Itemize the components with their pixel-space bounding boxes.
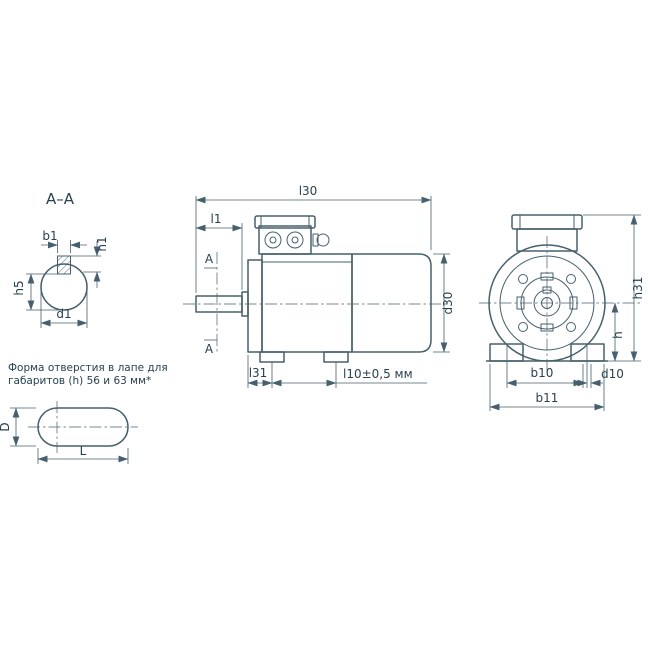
dim-label-d1: d1 (56, 307, 71, 321)
dim-label-l1: l1 (211, 212, 222, 226)
dim-label-h5: h5 (12, 280, 26, 295)
note-text-line2: габаритов (h) 56 и 63 мм* (8, 375, 151, 387)
dim-h: h (611, 302, 625, 362)
section-view-a-a: A–A b1 h1 h5 (12, 190, 109, 328)
dim-h31: h31 (583, 214, 645, 362)
dim-label-D: D (0, 422, 12, 431)
dim-l1: l1 (195, 212, 243, 290)
hub-tab-north (540, 272, 554, 281)
eyebolt-stem (312, 233, 319, 247)
front-keyway (542, 286, 552, 294)
hub-circle (520, 276, 574, 330)
cable-gland-left-hole (269, 236, 277, 244)
dim-d30: d30 (433, 253, 455, 353)
foot-hole-note: Форма отверстия в лапе для габаритов (h)… (0, 362, 168, 464)
section-letter-bottom: A (205, 342, 214, 356)
center-hole (541, 297, 553, 309)
dim-label-L: L (80, 444, 87, 458)
dim-label-b1: b1 (42, 229, 57, 243)
dim-b1: b1 (41, 229, 87, 253)
dim-label-d30: d30 (441, 292, 455, 315)
section-cut-line: A A (204, 252, 218, 356)
hub-tab-south (540, 323, 554, 332)
shaft-circle (533, 289, 561, 317)
bolt-hole-bottom-right (566, 322, 576, 332)
note-text-line1: Форма отверстия в лапе для (8, 362, 168, 374)
cable-gland-left (264, 231, 282, 249)
dim-b10: b10 (506, 346, 588, 388)
dim-label-b10: b10 (531, 366, 554, 380)
terminal-box-lid (254, 215, 316, 229)
dim-label-l30: l30 (299, 184, 318, 198)
side-view: A A l30 l1 d30 l31 (183, 184, 455, 388)
dim-label-b11: b11 (536, 391, 559, 405)
hub-tab-west (516, 296, 525, 310)
dim-label-h: h (611, 331, 625, 339)
front-view: h31 h b10 d10 b11 (479, 214, 645, 411)
terminal-box (258, 225, 312, 255)
dim-label-h31: h31 (631, 277, 645, 300)
dim-l30: l30 (195, 184, 432, 293)
eyebolt-ring (316, 233, 330, 247)
dim-label-l10: l10±0,5 мм (343, 367, 413, 381)
dim-L: L (37, 444, 129, 464)
front-rim-circle (499, 255, 595, 351)
bearing-shield (247, 259, 263, 353)
dim-h1: h1 (70, 236, 109, 288)
dim-b11: b11 (489, 364, 605, 411)
dim-d10: d10 (571, 364, 624, 388)
section-letter-top: A (205, 252, 214, 266)
dim-D: D (0, 407, 36, 447)
hub-tab-east (569, 296, 578, 310)
rear-housing (351, 253, 432, 353)
section-title: A–A (46, 190, 75, 208)
foot-rear (323, 351, 349, 363)
keyway-hatch (57, 255, 71, 275)
dim-l10: l10±0,5 мм (271, 362, 427, 388)
cable-gland-right (286, 231, 304, 249)
dim-h5: h5 (12, 273, 60, 311)
dim-label-d10: d10 (601, 367, 624, 381)
cable-gland-right-hole (291, 236, 299, 244)
motor-frame (261, 253, 353, 353)
dim-label-h1: h1 (95, 236, 109, 251)
terminal-box-front-lid (511, 214, 583, 230)
dim-label-l31: l31 (249, 366, 268, 380)
bolt-hole-top-right (566, 274, 576, 284)
foot-front (259, 351, 285, 363)
dim-d1: d1 (40, 291, 88, 328)
bolt-hole-bottom-left (518, 322, 528, 332)
bolt-hole-top-left (518, 274, 528, 284)
